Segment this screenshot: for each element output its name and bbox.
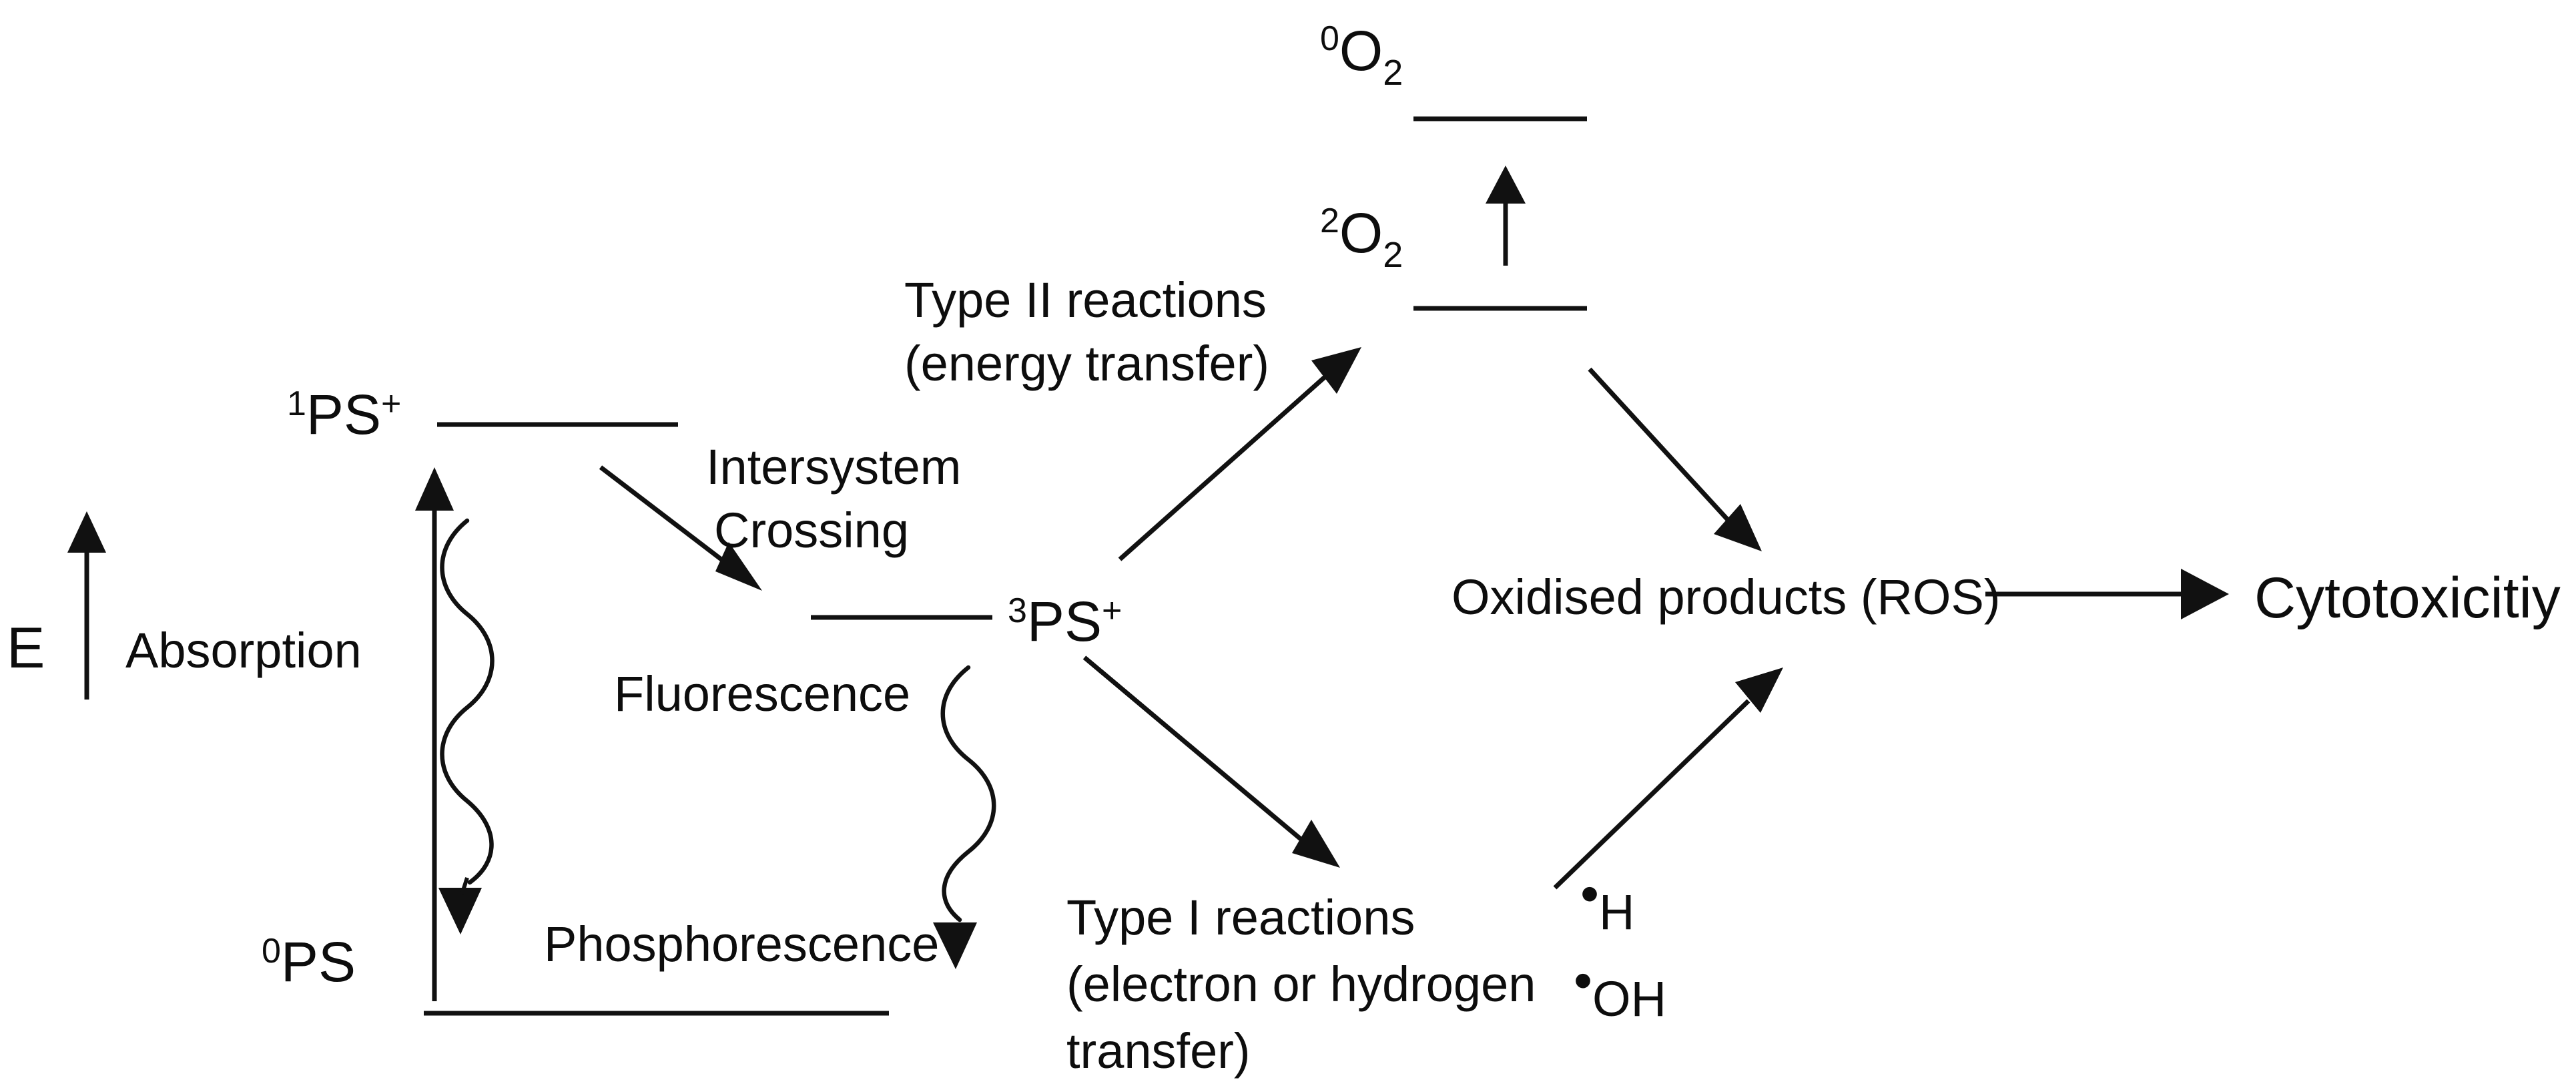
hydroxyl-radical-formula: OH [1592, 971, 1666, 1027]
hydroxyl-radical-label: •OH [1574, 950, 1666, 1027]
oxygen-excitation-arrow [1486, 166, 1526, 266]
type-1-arrow [1082, 655, 1340, 868]
radicals-to-ros-arrowhead [1735, 667, 1783, 713]
absorption-arrow [415, 467, 454, 1001]
oxygen-excitation-arrowhead [1486, 166, 1526, 204]
ros-to-cytotoxicity-arrowhead [2181, 569, 2229, 619]
oxygen-to-ros-arrow [1588, 367, 1762, 551]
fluorescence-wavy-line [440, 518, 495, 885]
energy-axis [67, 511, 106, 700]
triplet-ps-superscript: 3 [1008, 591, 1027, 630]
intersystem-crossing-line [599, 465, 729, 566]
energy-axis-label: E [7, 616, 45, 680]
type-1-label-line3: transfer) [1066, 1023, 1251, 1079]
ground-oxygen-label: 0O2 [1320, 19, 1403, 93]
triplet-ps-charge: + [1102, 591, 1122, 630]
excited-oxygen-symbol: O [1339, 202, 1383, 264]
oxygen-to-ros-arrowhead [1714, 504, 1762, 551]
phosphorescence-arrowhead [933, 922, 977, 969]
ground-ps-superscript: 0 [262, 932, 281, 971]
ground-oxygen-subscript: 2 [1383, 53, 1403, 93]
type-2-arrow-line [1118, 375, 1327, 561]
singlet-ps-label: 1PS+ [287, 383, 401, 446]
type-1-label-line2: (electron or hydrogen [1066, 957, 1536, 1012]
absorption-arrowhead [415, 467, 454, 511]
excited-oxygen-superscript: 2 [1320, 202, 1339, 240]
singlet-ps-superscript: 1 [287, 384, 306, 423]
type-2-label-line1: Type II reactions [904, 272, 1267, 328]
phosphorescence-label: Phosphorescence [544, 916, 939, 972]
type-1-arrowhead [1292, 820, 1340, 868]
absorption-label: Absorption [125, 623, 362, 678]
excited-oxygen-label: 2O2 [1320, 202, 1403, 275]
ros-to-cytotoxicity-arrow [1985, 569, 2229, 619]
fluorescence-arrow-stem [460, 877, 469, 895]
hydrogen-radical-label: •H [1580, 864, 1634, 940]
ground-ps-label: 0PS [262, 930, 356, 993]
radicals-to-ros-arrow [1553, 667, 1783, 890]
phosphorescence-wavy-line [940, 665, 996, 922]
type-2-arrowhead [1311, 347, 1361, 394]
triplet-ps-symbol: PS [1027, 590, 1102, 653]
ground-oxygen-symbol: O [1339, 19, 1383, 82]
hydroxyl-radical-dot: • [1574, 950, 1592, 1010]
fluorescence-arrowhead [438, 888, 482, 934]
cytotoxicity-label: Cytotoxicitiy [2254, 566, 2561, 630]
triplet-ps-label: 3PS+ [1008, 590, 1122, 653]
fluorescence-arrow [438, 518, 495, 934]
type-1-arrow-line [1082, 655, 1307, 844]
phosphorescence-arrow [933, 665, 996, 969]
singlet-ps-charge: + [381, 384, 401, 423]
energy-axis-arrowhead [67, 511, 106, 553]
ground-ps-symbol: PS [281, 930, 356, 993]
type-2-arrow [1118, 347, 1361, 561]
oxidised-products-label: Oxidised products (ROS) [1452, 569, 2001, 625]
intersystem-crossing-arrowhead [715, 542, 762, 591]
type-2-label-line2: (energy transfer) [904, 336, 1269, 391]
intersystem-crossing-label-line1: Intersystem [706, 439, 961, 495]
hydrogen-radical-formula: H [1599, 884, 1634, 940]
excited-oxygen-subscript: 2 [1383, 235, 1403, 275]
singlet-ps-symbol: PS [306, 383, 381, 446]
intersystem-crossing-label-line2: Crossing [714, 503, 909, 558]
intersystem-crossing-arrow [599, 465, 762, 591]
type-1-label-line1: Type I reactions [1066, 890, 1415, 945]
fluorescence-label: Fluorescence [614, 666, 910, 722]
radicals-to-ros-line [1553, 699, 1750, 890]
ground-oxygen-superscript: 0 [1320, 19, 1339, 58]
hydrogen-radical-dot: • [1580, 864, 1599, 923]
oxygen-to-ros-line [1588, 367, 1732, 524]
